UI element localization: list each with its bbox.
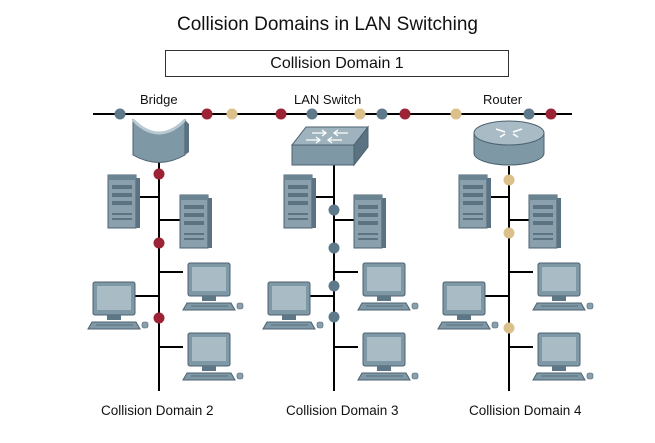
server-icon (458, 174, 492, 229)
slate-dot (376, 108, 388, 120)
red-dot (153, 312, 165, 324)
tan-dot (503, 227, 515, 239)
red-dot (275, 108, 287, 120)
collision-domain-4-label: Collision Domain 4 (469, 403, 582, 418)
red-dot (153, 168, 165, 180)
red-dot (153, 237, 165, 249)
slate-dot (328, 242, 340, 254)
tan-dot (450, 108, 462, 120)
pc-icon (87, 281, 149, 330)
router-icon (473, 120, 545, 166)
collision-domain-1-box: Collision Domain 1 (165, 50, 509, 77)
diagram-title: Collision Domains in LAN Switching (177, 14, 478, 35)
collision-domain-2-label: Collision Domain 2 (101, 403, 214, 418)
pc-icon (437, 281, 499, 330)
slate-dot (328, 204, 340, 216)
slate-dot (523, 108, 535, 120)
slate-dot (306, 108, 318, 120)
pc-icon (357, 332, 419, 381)
slate-dot (328, 311, 340, 323)
pc-icon (182, 332, 244, 381)
tan-dot (226, 108, 238, 120)
bridge-icon (131, 118, 189, 163)
server-icon (179, 194, 213, 249)
server-icon (283, 174, 317, 229)
tan-dot (503, 174, 515, 186)
slate-dot (328, 280, 340, 292)
slate-dot (114, 108, 126, 120)
lan-switch-label: LAN Switch (294, 92, 362, 107)
router-label: Router (483, 92, 523, 107)
server-icon (528, 194, 562, 249)
collision-domain-3-label: Collision Domain 3 (286, 403, 399, 418)
pc-icon (357, 262, 419, 311)
tan-dot (503, 322, 515, 334)
tan-dot (354, 108, 366, 120)
pc-icon (182, 262, 244, 311)
server-icon (107, 174, 141, 229)
pc-icon (532, 262, 594, 311)
red-dot (399, 108, 411, 120)
server-icon (353, 194, 387, 249)
pc-icon (532, 332, 594, 381)
red-dot (201, 108, 213, 120)
red-dot (545, 108, 557, 120)
bridge-label: Bridge (140, 92, 178, 107)
pc-icon (262, 281, 324, 330)
lan-switch-icon (290, 125, 370, 167)
